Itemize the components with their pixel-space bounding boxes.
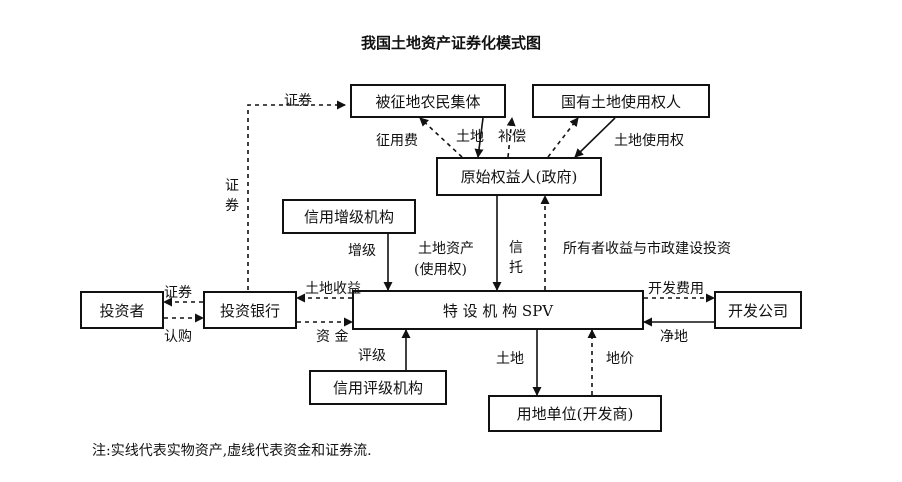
label-subscribe: 认购 xyxy=(164,329,192,345)
label-land-use-right: 土地使用权 xyxy=(614,133,684,149)
box-state-land-user: 国有土地使用权人 xyxy=(532,84,710,118)
arrow-land-to-gov xyxy=(474,117,484,158)
footnote: 注:实线代表实物资产,虚线代表资金和证券流. xyxy=(92,443,372,459)
label-net-land: 净地 xyxy=(660,329,688,345)
arrow-landuse-to-gov xyxy=(574,117,616,158)
box-developer: 开发公司 xyxy=(714,291,802,329)
box-spv: 特 设 机 构 SPV xyxy=(352,290,644,330)
label-land-price: 地价 xyxy=(606,351,634,367)
label-rating: 评级 xyxy=(358,348,386,364)
diagram-title: 我国土地资产证券化模式图 xyxy=(360,34,541,52)
label-securities-vertical: 证券 xyxy=(225,178,239,214)
label-land: 土地 xyxy=(456,129,484,145)
arrow-compensation xyxy=(506,117,516,158)
label-land-income: 土地收益 xyxy=(305,281,361,297)
label-land-asset-2: (使用权) xyxy=(414,262,467,278)
label-land-bottom: 土地 xyxy=(496,351,524,367)
arrow-bank-to-farmers xyxy=(247,100,346,290)
box-farmers: 被征地农民集体 xyxy=(350,84,506,118)
label-trust: 信托 xyxy=(509,240,523,276)
label-land-asset-1: 土地资产 xyxy=(418,241,474,257)
label-compensation: 补偿 xyxy=(498,129,526,145)
box-original-owner: 原始权益人(政府) xyxy=(436,157,602,196)
label-funds: 资 金 xyxy=(316,329,349,345)
arrow-fee-to-farmers xyxy=(419,117,463,158)
label-enhance: 增级 xyxy=(348,243,376,259)
label-owner-income: 所有者收益与市政建设投资 xyxy=(563,241,731,257)
box-invest-bank: 投资银行 xyxy=(203,291,297,329)
box-investor: 投资者 xyxy=(80,291,164,329)
label-securities-left: 证券 xyxy=(164,285,192,301)
arrow-comp-to-state xyxy=(547,117,579,158)
box-land-user: 用地单位(开发商) xyxy=(488,395,662,432)
box-rating: 信用评级机构 xyxy=(309,370,447,405)
label-dev-fee: 开发费用 xyxy=(648,281,704,297)
label-securities-top: 证券 xyxy=(284,93,312,109)
label-requisition-fee: 征用费 xyxy=(376,133,418,149)
box-credit-enhance: 信用增级机构 xyxy=(282,199,416,234)
